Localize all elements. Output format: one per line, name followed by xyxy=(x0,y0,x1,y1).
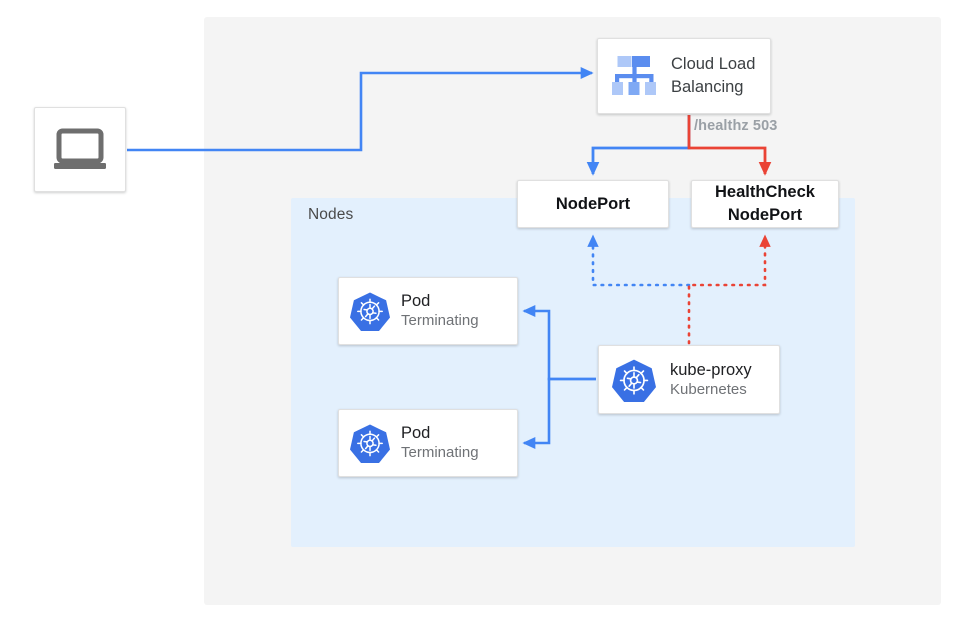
pod-node-2[interactable]: Pod Terminating xyxy=(338,409,518,477)
kubernetes-icon xyxy=(612,359,656,402)
healthcheck-nodeport-line-1: HealthCheck xyxy=(715,183,815,201)
cloud-load-balancing-node[interactable]: Cloud Load Balancing xyxy=(597,38,771,114)
laptop-icon xyxy=(54,128,106,169)
healthcheck-nodeport-node[interactable]: HealthCheck NodePort xyxy=(691,180,839,228)
cloud-load-balancing-icon xyxy=(612,56,656,95)
kube-proxy-title: kube-proxy xyxy=(670,360,752,379)
pod-status-2: Terminating xyxy=(401,444,479,461)
kube-proxy-subtitle: Kubernetes xyxy=(670,380,747,398)
pod-status-1: Terminating xyxy=(401,312,479,329)
pod-text-2: Pod Terminating xyxy=(401,423,479,463)
healthcheck-nodeport-line-2: NodePort xyxy=(727,206,803,224)
healthz-status-label: /healthz 503 xyxy=(694,118,778,134)
pod-title-1: Pod xyxy=(401,292,431,310)
kubernetes-icon xyxy=(350,292,390,331)
pod-node-1[interactable]: Pod Terminating xyxy=(338,277,518,345)
cloud-load-balancing-line-2: Balancing xyxy=(671,78,744,96)
healthcheck-nodeport-text: HealthCheck NodePort xyxy=(715,181,815,227)
pod-title-2: Pod xyxy=(401,424,431,442)
kube-proxy-node[interactable]: kube-proxy Kubernetes xyxy=(598,345,780,414)
nodeport-node[interactable]: NodePort xyxy=(517,180,669,228)
cloud-load-balancing-text: Cloud Load Balancing xyxy=(671,53,755,99)
nodes-zone-label: Nodes xyxy=(308,206,354,223)
kube-proxy-text: kube-proxy Kubernetes xyxy=(670,360,752,400)
kubernetes-icon xyxy=(350,424,390,463)
nodeport-label: NodePort xyxy=(555,194,631,213)
pod-text-1: Pod Terminating xyxy=(401,291,479,331)
cloud-load-balancing-line-1: Cloud Load xyxy=(671,55,756,73)
client-node[interactable] xyxy=(34,107,126,192)
